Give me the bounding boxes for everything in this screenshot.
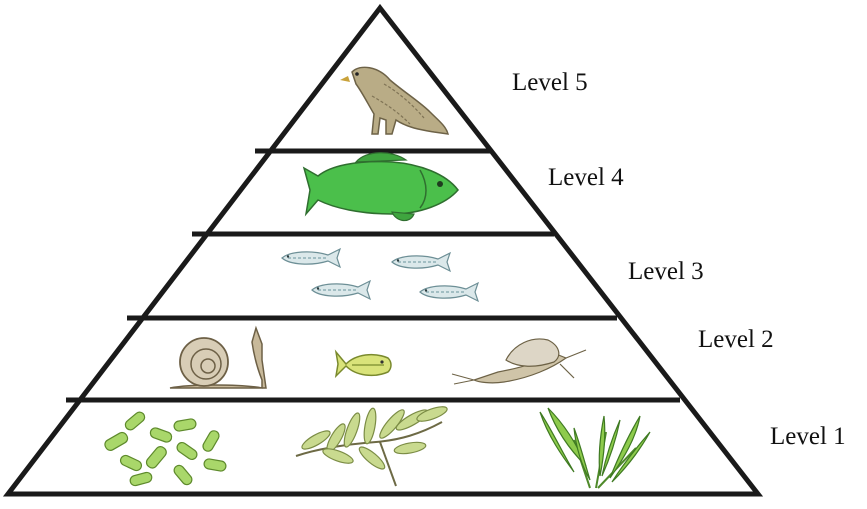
level-3-label: Level 3	[628, 259, 704, 284]
level-4-label: Level 4	[548, 165, 624, 190]
level-1-label: Level 1	[770, 424, 846, 449]
level-2-label: Level 2	[698, 327, 774, 352]
level-5-label: Level 5	[512, 70, 588, 95]
